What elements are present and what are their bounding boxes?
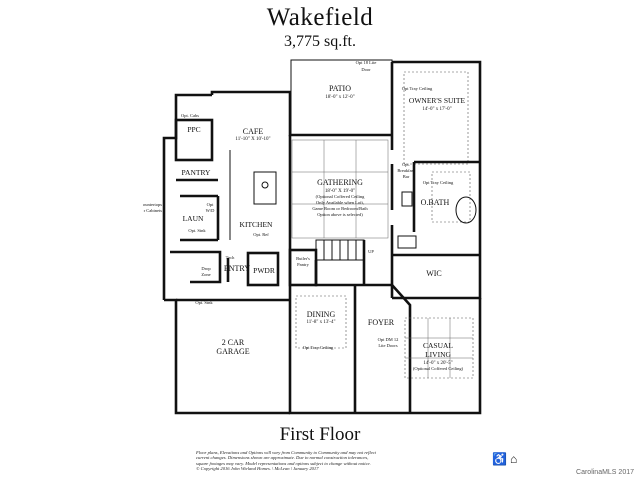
disclaimer: Floor plans, Elevations and Options will… (196, 450, 466, 472)
butlers-pantry-2: Pantry (297, 262, 309, 267)
opt-dm-2: Lite Doors (378, 343, 398, 348)
opt-breakfast-2: Breakfast (397, 168, 415, 173)
opt-w-d-2: W/D (206, 208, 215, 213)
cafe-label: CAFE (243, 127, 264, 136)
laun-label: LAUN (183, 214, 204, 223)
entry-label: ENTRY (224, 264, 250, 273)
square-footage: 3,775 sq.ft. (284, 33, 356, 50)
casual-note: (Optional Coffered Ceiling) (413, 366, 464, 371)
equal-housing-icon: ⌂ (509, 452, 518, 466)
owners-suite-label: OWNER'S SUITE (409, 96, 466, 105)
obath-label: O.BATH (421, 198, 450, 207)
casual-label-1: CASUAL (423, 341, 453, 350)
butlers-pantry-1: Butler's (296, 256, 310, 261)
opt-lite-door-2: Door (361, 67, 371, 72)
opt-w-d-1: Opt (207, 202, 214, 207)
disclaimer-line-4: © Copyright 2016 John Wieland Homes. \ M… (196, 466, 319, 472)
front-rooms (288, 284, 482, 415)
disclaimer-line-1: Floor plans, Elevations and Options will… (196, 450, 376, 455)
dining-label: DINING (307, 310, 336, 319)
pwdr-label: PWDR (253, 266, 275, 275)
opt-ref: Opt. Ref (253, 232, 269, 237)
opt-cabs: Opt. Cabs (181, 113, 199, 118)
garage-area (164, 298, 290, 415)
opt-breakfast-3: Bar (403, 174, 410, 179)
floor-label: First Floor (279, 424, 361, 445)
ppc-label: PPC (187, 125, 200, 134)
countertops-2: r Cabinets (144, 208, 163, 213)
gathering-note-2: Only Available when Loft, (316, 200, 364, 206)
tech-label: Tech (226, 255, 235, 260)
opt-tray-ceiling-bath: Opt Tray Ceiling (423, 180, 454, 185)
opt-sink-garage: Opt. Sink (195, 300, 213, 305)
opt-tray-ceiling-suite: Opt Tray Ceiling (402, 86, 433, 91)
pantry-label: PANTRY (182, 168, 211, 177)
disclaimer-line-2: current changes. Dimensions shown are ap… (196, 455, 369, 461)
drop-zone-2: Zone (201, 272, 210, 277)
opt-breakfast-1: Opt. (402, 162, 410, 167)
compliance-logos: ♿ ⌂ (492, 452, 517, 467)
dining-dim: 11'-8" x 13'-4" (306, 320, 335, 325)
foyer-label: FOYER (368, 318, 395, 327)
copyright-watermark: CarolinaMLS 2017 (576, 469, 634, 476)
main-walls (162, 90, 392, 300)
kitchen-label: KITCHEN (240, 220, 273, 229)
owners-suite-dim: 14'-0" x 17'-0" (422, 107, 451, 112)
disclaimer-line-3: square footages may vary. Model represen… (196, 460, 371, 466)
patio-label: PATIO (329, 84, 351, 93)
casual-label-2: LIVING (425, 350, 451, 359)
cafe-dim: 11'-10" X 10'-10" (235, 137, 270, 142)
up-label: UP (368, 249, 374, 254)
plan-title: Wakefield (266, 4, 374, 31)
garage-label-2: GARAGE (216, 347, 249, 356)
gathering-note-1: (Optional Coffered Ceiling (316, 194, 365, 199)
countertops-1: ountertops (143, 202, 162, 207)
drop-zone-1: Drop (201, 266, 211, 271)
opt-dm-1: Opt DM 12 (378, 337, 399, 342)
gathering-label: GATHERING (317, 178, 363, 187)
opt-lite-door-1: Opt 18 Lite (356, 60, 377, 65)
accessibility-icon: ♿ (492, 452, 507, 466)
gathering-dim: 18'-0" X 19'-0" (325, 189, 355, 194)
garage-label-1: 2 CAR (222, 338, 245, 347)
casual-dim: 14'-0" x 20'-5" (423, 361, 452, 366)
patio-dim: 18'-0" x 12'-0" (325, 95, 354, 100)
gathering-note-3: Game Room or Bedroom/Bath (312, 206, 368, 211)
wic-label: WIC (426, 269, 442, 278)
opt-sink-laun: Opt. Sink (188, 228, 206, 233)
gathering-note-4: Option above is selected) (317, 212, 363, 217)
opt-tray-ceiling-dining: Opt Tray Ceiling (303, 345, 334, 350)
